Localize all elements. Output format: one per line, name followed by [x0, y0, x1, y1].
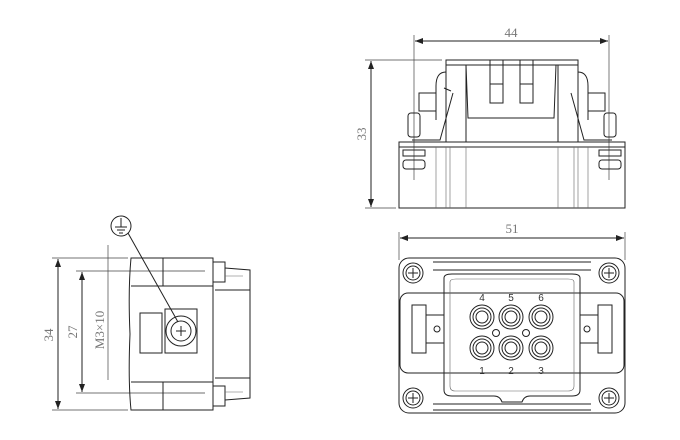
mounting-screw-icon: [402, 387, 424, 409]
latch-right: [579, 304, 613, 354]
pin-label: 4: [479, 293, 485, 304]
side-view: 34 27 M3×10: [41, 215, 251, 411]
contact-pin: [528, 304, 554, 330]
pin-label: 3: [538, 366, 544, 377]
ground-icon: [110, 215, 132, 237]
leader-line: [127, 232, 179, 323]
dimension-44: 44: [505, 25, 519, 40]
latch-left: [411, 304, 445, 354]
contact-pin: [528, 335, 554, 361]
screw-spec: M3×10: [92, 311, 107, 349]
earth-screw: [165, 315, 197, 347]
top-view: 44 33: [354, 25, 626, 209]
dimension-51: 51: [506, 221, 519, 236]
pin-label: 2: [508, 366, 514, 377]
contact-pin: [498, 335, 524, 361]
dimension-27: 27: [65, 325, 80, 339]
coding-hole: [492, 329, 500, 337]
pin-label: 5: [508, 293, 514, 304]
mounting-screw-icon: [598, 262, 620, 284]
dimension-33: 33: [354, 128, 369, 141]
pin-label: 1: [479, 366, 485, 377]
mounting-screw-icon: [402, 262, 424, 284]
front-view: 51 4 5 6 1 2 3: [398, 221, 626, 414]
pin-label: 6: [538, 293, 544, 304]
mounting-screw-icon: [598, 387, 620, 409]
contact-pin: [469, 304, 495, 330]
contact-pin: [498, 304, 524, 330]
contact-pin: [469, 335, 495, 361]
dimension-34: 34: [41, 328, 56, 342]
coding-hole: [522, 329, 530, 337]
